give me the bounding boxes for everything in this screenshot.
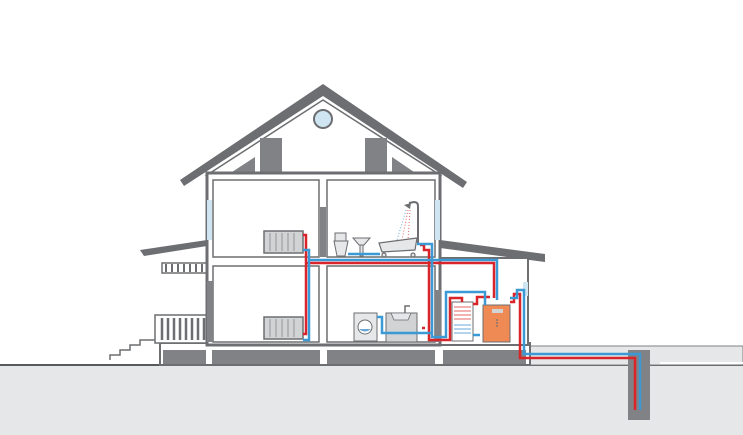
ground [0, 365, 743, 435]
balusters-lower [160, 318, 206, 340]
washing-machine-icon [353, 312, 378, 342]
water-tank-icon [451, 301, 474, 342]
sink-icon [351, 237, 372, 257]
left-annex-roof [140, 240, 207, 256]
bathtub-icon [378, 237, 418, 258]
window-annex [523, 282, 528, 296]
window-right [435, 200, 440, 240]
attic-insulation [232, 138, 414, 172]
shower-icon [396, 200, 419, 245]
sink-icon [385, 305, 418, 343]
right-annex-roof [440, 240, 545, 262]
heat-pump-icon [482, 304, 511, 343]
toilet-icon [333, 232, 349, 257]
stairs [109, 339, 155, 360]
balusters-upper [165, 264, 203, 272]
foundation-blocks [163, 350, 526, 364]
hot-water-pipes [303, 233, 637, 410]
partition-upper [320, 207, 326, 257]
window-left [207, 200, 212, 240]
wall-insulation-left [207, 281, 213, 342]
radiator-icon [263, 316, 304, 340]
attic-round-window [313, 109, 333, 129]
radiator-icon [263, 230, 304, 254]
cold-water-pipes [303, 242, 642, 410]
wall-insulation-right [435, 290, 441, 342]
